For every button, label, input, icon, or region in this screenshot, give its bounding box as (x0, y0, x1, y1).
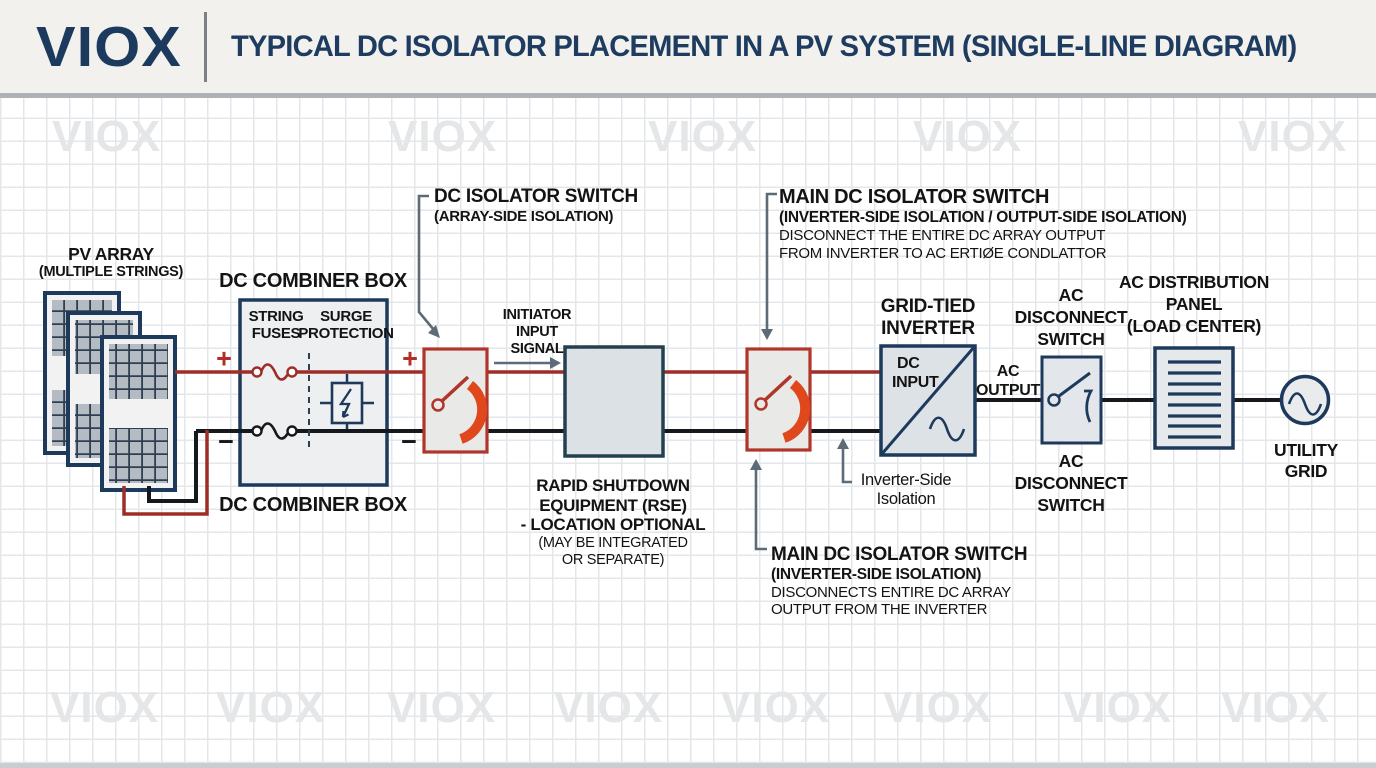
label-utility-grid: UTILITY GRID (1273, 440, 1339, 482)
label-dc-input: DC INPUT (892, 355, 939, 391)
dc-isolator-switch-array-side (422, 347, 489, 454)
header-bar: VIOX TYPICAL DC ISOLATOR PLACEMENT IN A … (0, 0, 1376, 98)
label-ac-disconnect-bottom: AC DISCONNECT SWITCH (1014, 451, 1128, 515)
label-ac-output: AC OUTPUT (976, 363, 1040, 399)
watermark: VIOX (52, 112, 162, 161)
label-main-dc-isolator-bottom: MAIN DC ISOLATOR SWITCH (INVERTER-SIDE I… (771, 544, 1028, 619)
callout-arrowheads (428, 325, 849, 470)
ac-disconnect-switch-icon (1040, 355, 1103, 445)
minus-sign: − (218, 426, 234, 457)
watermark: VIOX (721, 683, 831, 732)
label-inverter-side-isolation: Inverter-Side Isolation (860, 471, 952, 509)
watermark: VIOX (1063, 683, 1173, 732)
utility-grid-icon (1279, 374, 1331, 426)
rapid-shutdown-equipment-box (563, 345, 665, 458)
watermark: VIOX (216, 683, 326, 732)
label-combiner-bottom: DC COMBINER BOX (219, 494, 407, 516)
callout-lines (417, 192, 852, 551)
page-title: TYPICAL DC ISOLATOR PLACEMENT IN A PV SY… (231, 29, 1297, 63)
header-divider (204, 11, 208, 82)
label-ac-disconnect-top: AC DISCONNECT SWITCH (1014, 285, 1128, 349)
surge-protection-device-icon (320, 374, 374, 429)
label-main-dc-isolator-top: MAIN DC ISOLATOR SWITCH (INVERTER-SIDE I… (779, 186, 1187, 262)
plus-sign: + (402, 343, 418, 374)
viox-logo: VIOX (36, 14, 182, 79)
watermark: VIOX (554, 683, 664, 732)
watermark: VIOX (50, 683, 160, 732)
label-grid-tied-inverter: GRID-TIED INVERTER (880, 296, 976, 340)
label-string-fuses: STRING FUSES (248, 308, 304, 343)
watermark: VIOX (388, 112, 498, 161)
label-combiner-top: DC COMBINER BOX (219, 270, 407, 292)
ac-distribution-panel-icon (1153, 346, 1235, 450)
watermark: VIOX (883, 683, 993, 732)
main-dc-isolator-switch (745, 347, 812, 452)
label-ac-distribution-panel: AC DISTRIBUTION PANEL (LOAD CENTER) (1118, 272, 1270, 336)
minus-sign: − (401, 426, 417, 457)
watermark: VIOX (913, 112, 1023, 161)
label-dc-isolator-switch: DC ISOLATOR SWITCH (ARRAY-SIDE ISOLATION… (434, 186, 638, 226)
watermark: VIOX (1238, 112, 1348, 161)
grid-tied-inverter-icon (879, 344, 977, 457)
watermark: VIOX (1221, 683, 1331, 732)
label-surge-protection: SURGE PROTECTION (298, 308, 394, 343)
label-initiator-input-signal: INITIATOR INPUT SIGNAL (502, 307, 572, 357)
watermark: VIOX (387, 683, 497, 732)
pv-panel-icons (43, 291, 177, 492)
label-pv-array: PV ARRAY (MULTIPLE STRINGS) (38, 244, 184, 281)
watermark: VIOX (648, 112, 758, 161)
plus-sign: + (216, 343, 232, 374)
string-fuse-icons (251, 363, 298, 440)
label-rse: RAPID SHUTDOWN EQUIPMENT (RSE) - LOCATIO… (520, 476, 706, 568)
bottom-edge-bar (0, 763, 1376, 768)
